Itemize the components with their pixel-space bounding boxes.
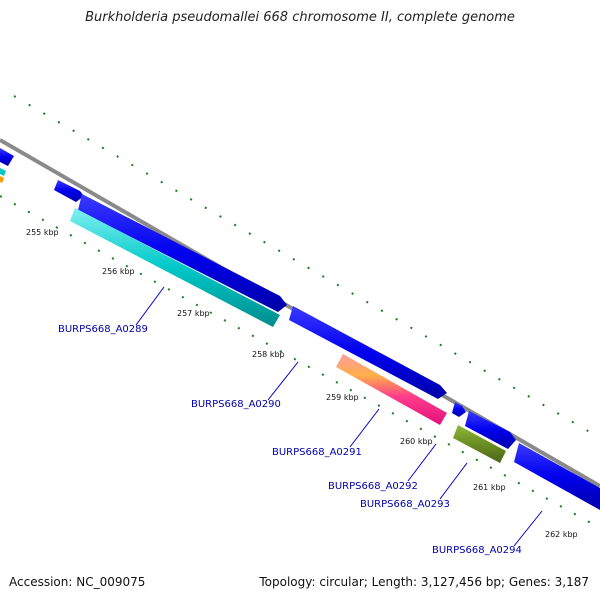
tick-label-256: 256 kbp — [102, 267, 135, 276]
gene-label-a0293[interactable]: BURPS668_A0293 — [360, 499, 450, 510]
partial-feature-left-blue — [0, 148, 14, 166]
tick-label-259: 259 kbp — [326, 393, 359, 402]
leader-line-a0289 — [135, 286, 165, 326]
feature-gene-arrow-a0289-partner — [78, 194, 287, 312]
feature-pink-bar — [336, 354, 447, 425]
tick-label-262: 262 kbp — [545, 530, 578, 539]
tick-label-255: 255 kbp — [26, 228, 59, 237]
partial-feature-left-cyan — [0, 168, 6, 176]
gene-label-a0291[interactable]: BURPS668_A0291 — [272, 447, 362, 458]
feature-olive-bar — [453, 425, 506, 463]
feature-cyan-bar — [70, 208, 280, 327]
leader-line-a0291 — [349, 408, 380, 448]
accession-text: Accession: NC_009075 — [9, 575, 146, 589]
gene-label-a0294[interactable]: BURPS668_A0294 — [432, 545, 522, 556]
leader-line-a0292 — [407, 443, 437, 482]
feature-gene-arrow-a0292-small — [452, 402, 466, 417]
feature-gene-arrow-a0294 — [514, 443, 600, 510]
gene-label-a0292[interactable]: BURPS668_A0292 — [328, 481, 418, 492]
leader-line-a0290 — [267, 361, 299, 401]
genome-summary-text: Topology: circular; Length: 3,127,456 bp… — [259, 575, 589, 589]
tick-label-258: 258 kbp — [252, 350, 285, 359]
tick-label-257: 257 kbp — [177, 309, 210, 318]
feature-gene-arrow-a0292 — [465, 411, 516, 449]
leader-line-a0293 — [439, 462, 468, 500]
gene-label-a0289[interactable]: BURPS668_A0289 — [58, 324, 148, 335]
map-title: Burkholderia pseudomallei 668 chromosome… — [85, 10, 515, 25]
feature-small-arrow — [54, 180, 84, 202]
feature-gene-arrow-a0290 — [289, 306, 447, 399]
tick-label-260: 260 kbp — [400, 437, 433, 446]
gene-label-a0290[interactable]: BURPS668_A0290 — [191, 399, 281, 410]
partial-feature-left-orange — [0, 176, 4, 183]
inner-tick-ring — [0, 195, 600, 529]
tick-label-261: 261 kbp — [473, 483, 506, 492]
leader-line-a0294 — [513, 510, 543, 547]
